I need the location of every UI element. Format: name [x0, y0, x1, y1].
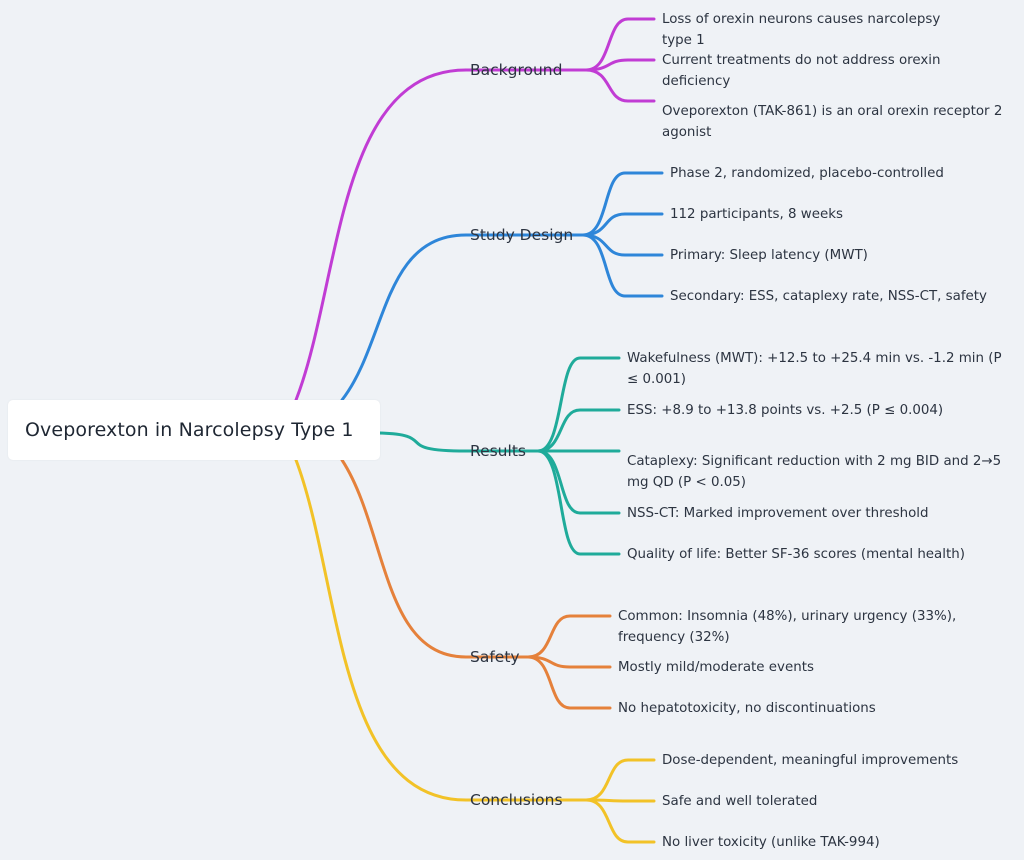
leaf-connector-1-0: [581, 171, 664, 237]
leaf-connector-3-0: [526, 614, 612, 659]
leaf-connector-4-2: [584, 798, 656, 844]
leaf-connector-1-2: [581, 233, 664, 257]
leaf-conclusions-3: No liver toxicity (unlike TAK-994): [662, 835, 880, 850]
branch-connector-0: [294, 68, 468, 402]
branch-connector-3: [340, 458, 468, 659]
leaf-safety-1: Common: Insomnia (48%), urinary urgency …: [618, 609, 957, 645]
branch-connector-2: [378, 431, 468, 453]
leaf-background-3: Oveporexton (TAK-861) is an oral orexin …: [662, 104, 1003, 140]
branch-background[interactable]: Background: [470, 61, 563, 79]
leaf-results-5: Quality of life: Better SF-36 scores (me…: [627, 547, 965, 562]
root-title: Oveporexton in Narcolepsy Type 1: [25, 419, 354, 441]
leaf-results-1: Wakefulness (MWT): +12.5 to +25.4 min vs…: [627, 351, 1002, 387]
branch-study-design[interactable]: Study Design: [470, 226, 574, 244]
leaf-study-design-1: Phase 2, randomized, placebo-controlled: [670, 166, 944, 181]
leaf-study-design-3: Primary: Sleep latency (MWT): [670, 248, 868, 263]
leaf-conclusions-1: Dose-dependent, meaningful improvements: [662, 753, 959, 768]
leaf-study-design-2: 112 participants, 8 weeks: [670, 207, 843, 222]
leaf-connector-4-1: [584, 798, 656, 803]
leaf-results-2: ESS: +8.9 to +13.8 points vs. +2.5 (P ≤ …: [627, 403, 944, 418]
leaf-results-4: NSS-CT: Marked improvement over threshol…: [627, 506, 929, 521]
leaf-connector-2-1: [536, 408, 621, 453]
leaf-connector-0-2: [584, 68, 656, 103]
branch-results[interactable]: Results: [470, 442, 526, 460]
leaf-results-3: Cataplexy: Significant reduction with 2 …: [627, 454, 1002, 490]
leaf-connector-0-0: [584, 17, 656, 72]
leaf-background-2: Current treatments do not address orexin…: [662, 53, 941, 89]
leaf-connector-1-3: [581, 233, 664, 298]
branch-safety[interactable]: Safety: [470, 648, 520, 666]
leaf-study-design-4: Secondary: ESS, cataplexy rate, NSS-CT, …: [670, 289, 987, 304]
leaf-connector-3-2: [526, 655, 612, 710]
branch-connector-1: [340, 233, 468, 402]
leaf-safety-3: No hepatotoxicity, no discontinuations: [618, 701, 876, 716]
branch-connector-4: [294, 458, 468, 802]
leaf-connector-1-1: [581, 212, 664, 237]
root-node[interactable]: Oveporexton in Narcolepsy Type 1: [8, 400, 380, 460]
leaf-connector-2-0: [536, 356, 621, 453]
leaf-connector-4-0: [584, 758, 656, 802]
leaf-safety-2: Mostly mild/moderate events: [618, 660, 814, 675]
branch-conclusions[interactable]: Conclusions: [470, 791, 563, 809]
leaf-background-1: Loss of orexin neurons causes narcolepsy…: [662, 12, 941, 48]
leaf-conclusions-2: Safe and well tolerated: [662, 794, 818, 809]
leaf-connector-2-4: [536, 449, 621, 556]
